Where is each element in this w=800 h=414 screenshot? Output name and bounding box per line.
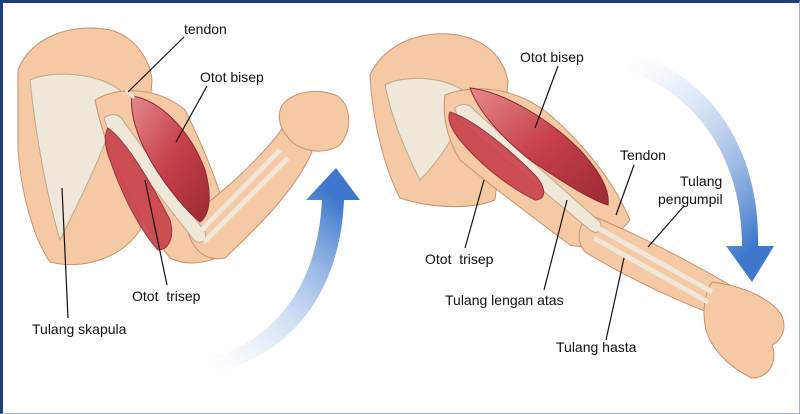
label-tendon-top: tendon [184,21,227,37]
leader-tendon-right [616,165,634,215]
label-biceps-right: Otot bisep [520,49,584,65]
label-triceps-left: Otot trisep [132,288,201,304]
label-biceps-left: Otot bisep [200,69,264,85]
label-tendon-right: Tendon [620,147,666,163]
label-scapula: Tulang skapula [32,321,127,337]
label-ulna: Tulang hasta [556,339,637,355]
label-radius-line2: pengumpil [658,191,723,207]
leader-ulna [606,258,624,340]
label-humerus: Tulang lengan atas [445,292,564,308]
leader-radius [648,206,684,247]
left-flexed-arm [18,28,349,265]
right-hand [704,282,784,378]
label-triceps-right: Otot trisep [425,251,494,267]
label-radius-line1: Tulang [680,173,722,189]
